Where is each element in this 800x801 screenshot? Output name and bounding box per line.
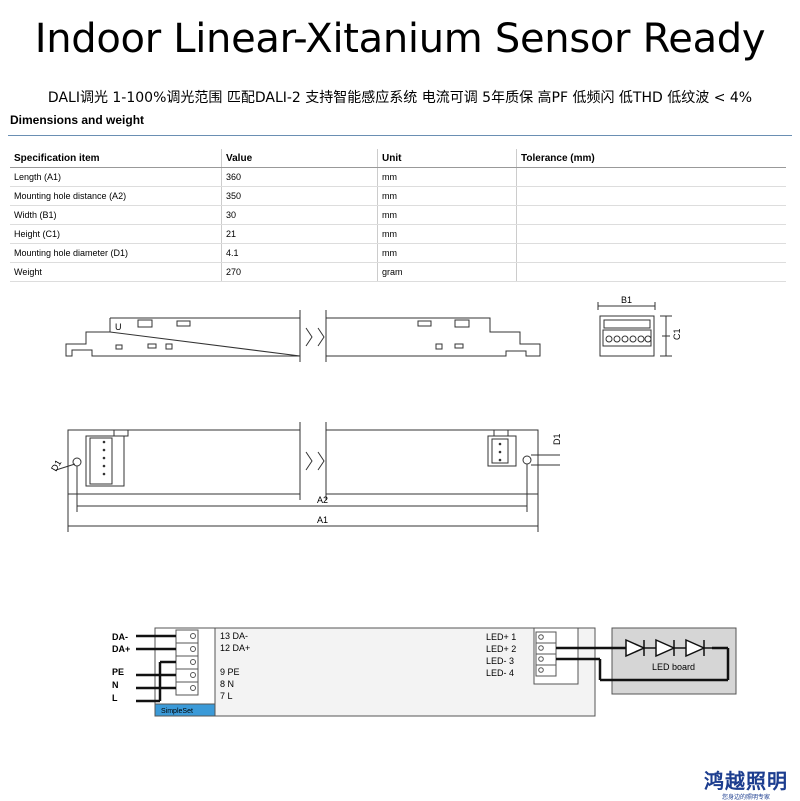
pin-label: 13 DA- (220, 631, 248, 641)
input-wires (136, 634, 176, 703)
led-pin-label: LED+ 1 (486, 632, 516, 642)
table-row: Length (A1) 360 mm (10, 167, 786, 187)
dimension-label-a2: A2 (317, 495, 328, 505)
table-row: Width (B1) 30 mm (10, 205, 786, 225)
led-diode-icons (625, 638, 712, 658)
led-pin-label: LED- 3 (486, 656, 514, 666)
output-terminal-block (535, 631, 557, 677)
terminal-label-l: L (112, 693, 118, 703)
dimension-label-d1-left: D1 (49, 458, 63, 473)
column-header: Specification item (10, 149, 222, 168)
table-row: Height (C1) 21 mm (10, 224, 786, 244)
spec-value: 360 (221, 167, 378, 187)
dimension-label-d1-right: D1 (552, 433, 562, 445)
spec-value: 4.1 (221, 243, 378, 263)
brand-logo: 鸿越照明 您身边的照明专家 (704, 765, 788, 801)
section-heading: Dimensions and weight (10, 113, 145, 127)
pin-label: 8 N (220, 679, 234, 689)
column-header: Unit (377, 149, 517, 168)
brand-name: 鸿越照明 (704, 769, 788, 793)
brand-slogan: 您身边的照明专家 (721, 794, 770, 801)
spec-value: 350 (221, 186, 378, 206)
output-wires (556, 646, 730, 682)
table-row: Weight 270 gram (10, 262, 786, 282)
spec-item: Width (B1) (10, 205, 222, 225)
spec-tolerance (516, 186, 786, 206)
spec-tolerance (516, 262, 786, 282)
spec-value: 21 (221, 224, 378, 244)
end-view-drawing (597, 302, 672, 357)
connector-pins (102, 440, 502, 476)
spec-unit: gram (377, 262, 517, 282)
spec-table: Specification item Value Unit Tolerance … (10, 149, 786, 282)
pin-label: 12 DA+ (220, 643, 250, 653)
column-header: Tolerance (mm) (516, 149, 786, 168)
spec-value: 270 (221, 262, 378, 282)
led-pin-label: LED+ 2 (486, 644, 516, 654)
page-title: Indoor Linear-Xitanium Sensor Ready (34, 16, 766, 62)
dimension-lines (67, 464, 539, 532)
pin-label: 9 PE (220, 667, 240, 677)
led-pin-label: LED- 4 (486, 668, 514, 678)
led-board (611, 627, 737, 695)
feature-subtitle: DALI调光 1-100%调光范围 匹配DALI-2 支持智能感应系统 电流可调… (47, 90, 753, 106)
spec-item: Length (A1) (10, 167, 222, 187)
driver-body (154, 627, 596, 717)
spec-tolerance (516, 205, 786, 225)
spec-item: Mounting hole diameter (D1) (10, 243, 222, 263)
input-terminal-block (175, 629, 199, 696)
simpleset-tag: SimpleSet (161, 708, 193, 715)
side-view-drawing (65, 310, 541, 362)
spec-item: Mounting hole distance (A2) (10, 186, 222, 206)
table-row: Mounting hole diameter (D1) 4.1 mm (10, 243, 786, 263)
dimension-label-c1: C1 (672, 328, 682, 340)
terminal-label-n: N (112, 680, 119, 690)
table-row: Mounting hole distance (A2) 350 mm (10, 186, 786, 206)
table-header-row: Specification item Value Unit Tolerance … (10, 149, 786, 168)
section-divider (8, 135, 792, 136)
led-board-label: LED board (652, 662, 695, 672)
spec-item: Height (C1) (10, 224, 222, 244)
terminal-label-da-plus: DA+ (112, 644, 130, 654)
spec-item: Weight (10, 262, 222, 282)
pin-label: 7 L (220, 691, 233, 701)
column-header: Value (221, 149, 378, 168)
spec-tolerance (516, 167, 786, 187)
spec-tolerance (516, 224, 786, 244)
spec-unit: mm (377, 205, 517, 225)
top-view-drawing (55, 422, 560, 500)
spec-tolerance (516, 243, 786, 263)
dimension-label-a1: A1 (317, 515, 328, 525)
spec-unit: mm (377, 186, 517, 206)
terminal-label-pe: PE (112, 667, 124, 677)
marking-u: U (115, 322, 122, 332)
terminal-label-da-minus: DA- (112, 632, 128, 642)
dimension-label-b1: B1 (621, 295, 632, 305)
spec-unit: mm (377, 167, 517, 187)
spec-unit: mm (377, 224, 517, 244)
spec-value: 30 (221, 205, 378, 225)
spec-unit: mm (377, 243, 517, 263)
